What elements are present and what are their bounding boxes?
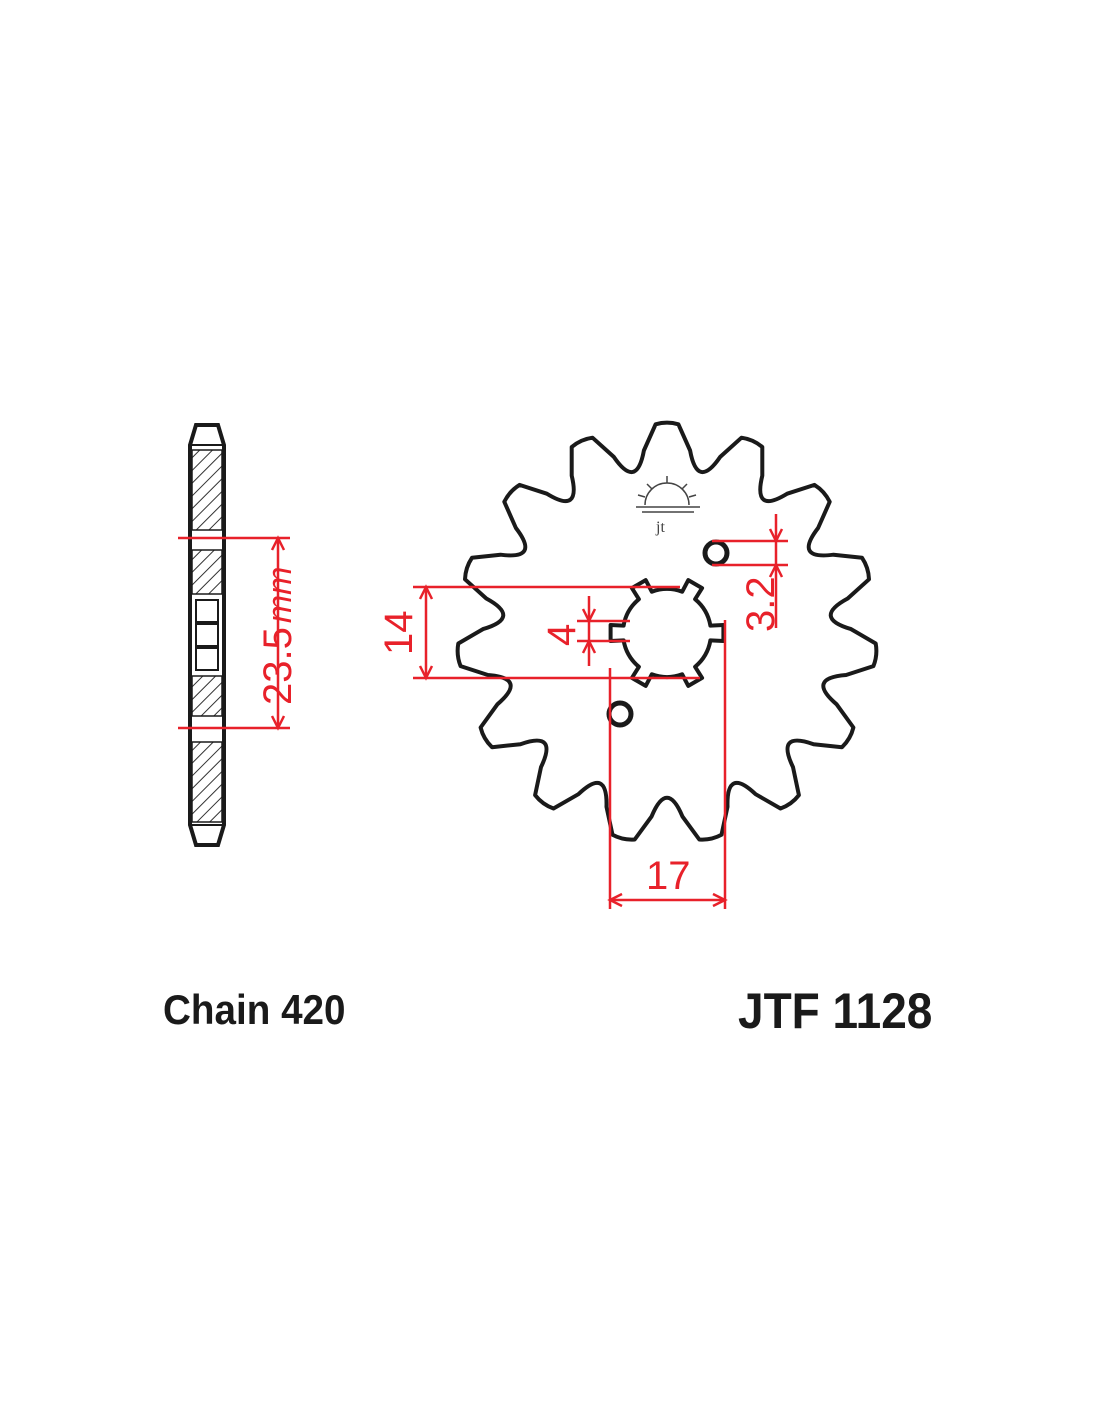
profile-bore-slot-3: [195, 647, 219, 671]
part-number-label: JTF 1128: [738, 983, 933, 1039]
profile-hatch-top: [191, 449, 223, 531]
jt-logo: jt: [636, 476, 700, 536]
hole-diameter-dimension: [712, 514, 788, 628]
key-dimension: [577, 596, 630, 666]
sprocket-front-view: [455, 420, 879, 842]
bore-dimension-label: 14: [377, 611, 421, 656]
key-dimension-label: 4: [540, 624, 584, 646]
width-dimension-label: 23.5mm: [256, 566, 300, 705]
profile-bore-slot-2: [195, 623, 219, 647]
sprocket-side-profile: [188, 423, 226, 847]
retainer-hole-lower: [606, 700, 634, 728]
profile-hatch-mid-top: [191, 549, 223, 595]
width-dimension: [178, 535, 290, 731]
jt-logo-text: jt: [655, 519, 665, 536]
chain-size-label: Chain 420: [163, 986, 346, 1033]
retainer-hole-upper: [702, 539, 730, 567]
splined-bore: [608, 578, 726, 688]
hole-spacing-dimension-label: 17: [646, 854, 691, 898]
profile-hatch-bottom: [191, 741, 223, 823]
bore-dimension: [413, 584, 700, 681]
hole-spacing-dimension: [607, 620, 728, 909]
hole-diameter-dimension-label: 3.2: [739, 576, 783, 632]
profile-hatch-mid-bottom: [191, 675, 223, 717]
profile-bore-slot-1: [195, 599, 219, 623]
